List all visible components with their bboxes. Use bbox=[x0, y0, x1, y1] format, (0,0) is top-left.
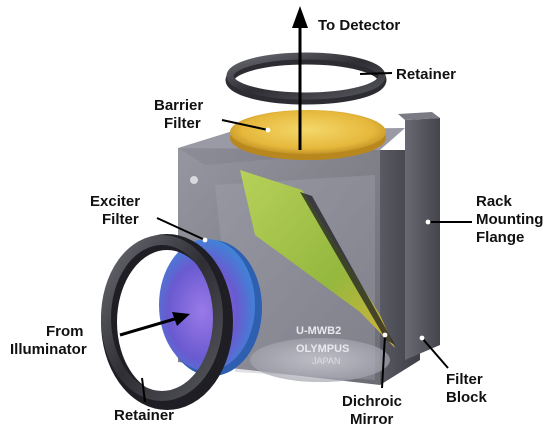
block-country-text: JAPAN bbox=[312, 356, 340, 366]
label-exciter-filter-line2: Filter bbox=[102, 211, 139, 228]
label-retainer-top: Retainer bbox=[396, 66, 456, 83]
label-dichroic-line1: Dichroic bbox=[342, 393, 402, 410]
detector-arrow bbox=[292, 6, 308, 150]
label-retainer-bottom: Retainer bbox=[114, 407, 174, 424]
illuminator-arrow bbox=[119, 312, 190, 337]
label-barrier-filter-line1: Barrier bbox=[154, 97, 203, 114]
barrier-filter bbox=[230, 110, 386, 160]
label-to-detector: To Detector bbox=[318, 17, 400, 34]
label-rack-line2: Mounting bbox=[476, 211, 543, 228]
retainer-ring-bottom bbox=[101, 234, 233, 410]
label-exciter-filter-line1: Exciter bbox=[90, 193, 140, 210]
label-from-illuminator-line2: Illuminator bbox=[10, 341, 87, 358]
retainer-ring-top bbox=[225, 52, 387, 105]
dichroic-mirror bbox=[240, 170, 395, 348]
label-rack-line1: Rack bbox=[476, 193, 513, 210]
block-model-text: U-MWB2 bbox=[296, 325, 341, 337]
leader-lines bbox=[141, 72, 472, 403]
label-filter-block-line2: Block bbox=[446, 389, 488, 406]
screw-icon bbox=[190, 176, 198, 184]
label-from-illuminator-line1: From bbox=[46, 323, 84, 340]
bottom-lens bbox=[250, 338, 390, 382]
label-filter-block-line1: Filter bbox=[446, 371, 483, 388]
leader-dots bbox=[202, 127, 431, 341]
rack-mounting-flange bbox=[405, 118, 440, 360]
block-brand-text: OLYMPUS bbox=[296, 343, 349, 355]
label-rack-line3: Flange bbox=[476, 229, 524, 246]
label-dichroic-line2: Mirror bbox=[350, 411, 394, 428]
label-barrier-filter-line2: Filter bbox=[164, 115, 201, 132]
